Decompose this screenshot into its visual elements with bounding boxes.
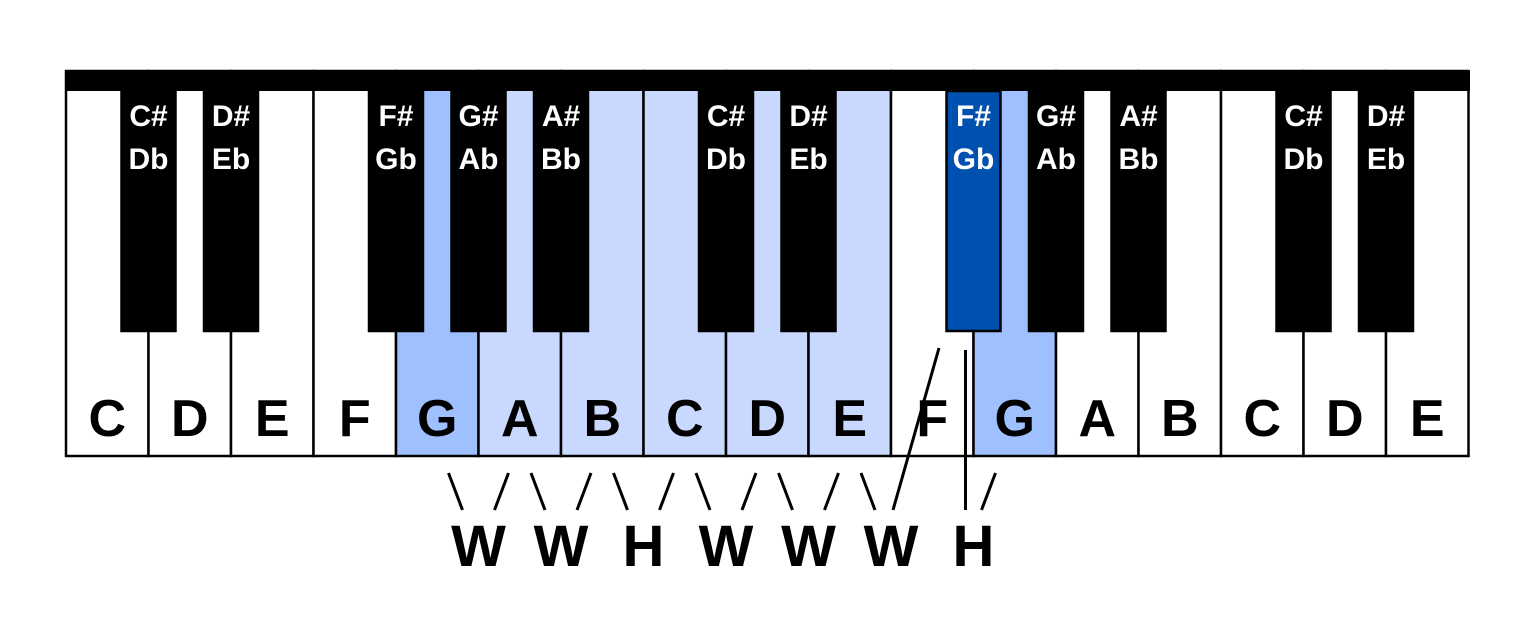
black-key-body [367, 89, 425, 333]
interval-label: W [699, 514, 754, 579]
white-key-label: C [1243, 390, 1281, 448]
black-keys: C# Db D# Eb F# Gb G# Ab A# Bb C# Db D# Eb F# Gb G# Ab A# Bb… [120, 89, 1415, 333]
black-key-flat-label: Db [1284, 143, 1324, 176]
interval-label: H [623, 514, 665, 579]
black-key: C# Db [120, 89, 177, 333]
black-key: A# Bb [532, 89, 590, 333]
pointer-line [823, 472, 840, 511]
white-key-label: D [748, 390, 786, 448]
black-key-sharp-label: G# [1036, 100, 1076, 133]
white-key-label: A [501, 390, 539, 448]
interval-label: W [781, 514, 836, 579]
black-key-sharp-label: F# [956, 100, 991, 133]
black-key-flat-label: Eb [1367, 143, 1405, 176]
black-key-body [202, 89, 260, 333]
black-key: F# Gb [367, 89, 425, 333]
black-key-sharp-label: D# [789, 100, 828, 133]
keyboard-top-bar [66, 71, 1470, 91]
interval-marker: W [777, 472, 840, 579]
white-key-label: G [995, 390, 1035, 448]
black-key: G# Ab [450, 89, 507, 333]
pointer-line [859, 472, 877, 511]
interval-marker: H [612, 472, 675, 579]
interval-label: W [864, 514, 919, 579]
interval-marker: W [859, 347, 941, 579]
white-key-label: B [1161, 390, 1199, 448]
black-key-sharp-label: F# [378, 100, 413, 133]
black-key-body [1275, 89, 1332, 333]
black-key: D# Eb [1357, 89, 1415, 333]
interval-marker: W [529, 472, 593, 579]
black-key: D# Eb [780, 89, 837, 333]
white-key-label: E [1410, 390, 1445, 448]
pointer-line [447, 472, 464, 511]
black-key-flat-label: Db [129, 143, 169, 176]
pointer-line [612, 472, 629, 511]
pointer-line [891, 347, 941, 511]
black-key-flat-label: Bb [541, 143, 581, 176]
black-key-body [1027, 89, 1085, 333]
interval-marker: W [694, 472, 758, 579]
black-key-sharp-label: A# [542, 100, 581, 133]
black-key-body [532, 89, 590, 333]
pointer-line [777, 472, 794, 511]
black-key-sharp-label: C# [1284, 100, 1323, 133]
white-key-label: F [339, 390, 371, 448]
black-key-body [945, 89, 1002, 333]
white-key-label: F [916, 390, 948, 448]
black-key-body [1110, 89, 1167, 333]
black-key-sharp-label: D# [212, 100, 251, 133]
white-key-label: C [88, 390, 126, 448]
pointer-line [575, 472, 593, 511]
white-key-label: G [417, 390, 457, 448]
black-key-body [120, 89, 177, 333]
black-key-flat-label: Ab [459, 143, 499, 176]
black-key-sharp-label: G# [458, 100, 498, 133]
pointer-line [493, 472, 510, 511]
black-key-body [450, 89, 507, 333]
black-key-sharp-label: C# [129, 100, 168, 133]
white-key-label: D [171, 390, 209, 448]
black-key-flat-label: Eb [212, 143, 250, 176]
white-key-label: E [832, 390, 867, 448]
interval-marker: H [953, 350, 997, 579]
white-key-label: D [1326, 390, 1364, 448]
pointer-line [529, 472, 547, 511]
black-key: A# Bb [1110, 89, 1167, 333]
black-key-flat-label: Db [706, 143, 746, 176]
pointer-line [980, 472, 997, 511]
black-key-flat-label: Gb [953, 143, 995, 176]
white-key-label: C [666, 390, 704, 448]
black-key: C# Db [1275, 89, 1332, 333]
black-key-sharp-label: D# [1367, 100, 1406, 133]
interval-label: H [953, 514, 995, 579]
pointer-line [694, 472, 712, 511]
interval-label: W [451, 514, 506, 579]
black-key-sharp-label: C# [707, 100, 746, 133]
black-key: D# Eb [202, 89, 260, 333]
interval-label: W [534, 514, 589, 579]
black-key-flat-label: Ab [1036, 143, 1076, 176]
pointer-line [740, 472, 758, 511]
black-key-body [780, 89, 837, 333]
pointer-line [658, 472, 675, 511]
white-key-label: E [255, 390, 290, 448]
white-key-label: B [583, 390, 621, 448]
black-key-sharp-label: A# [1119, 100, 1158, 133]
black-key: F# Gb [945, 89, 1002, 333]
interval-marker: W [447, 472, 510, 579]
black-key-flat-label: Eb [789, 143, 827, 176]
black-key-flat-label: Bb [1119, 143, 1159, 176]
black-key: C# Db [697, 89, 755, 333]
black-key: G# Ab [1027, 89, 1085, 333]
black-key-flat-label: Gb [375, 143, 417, 176]
white-key-label: A [1078, 390, 1116, 448]
